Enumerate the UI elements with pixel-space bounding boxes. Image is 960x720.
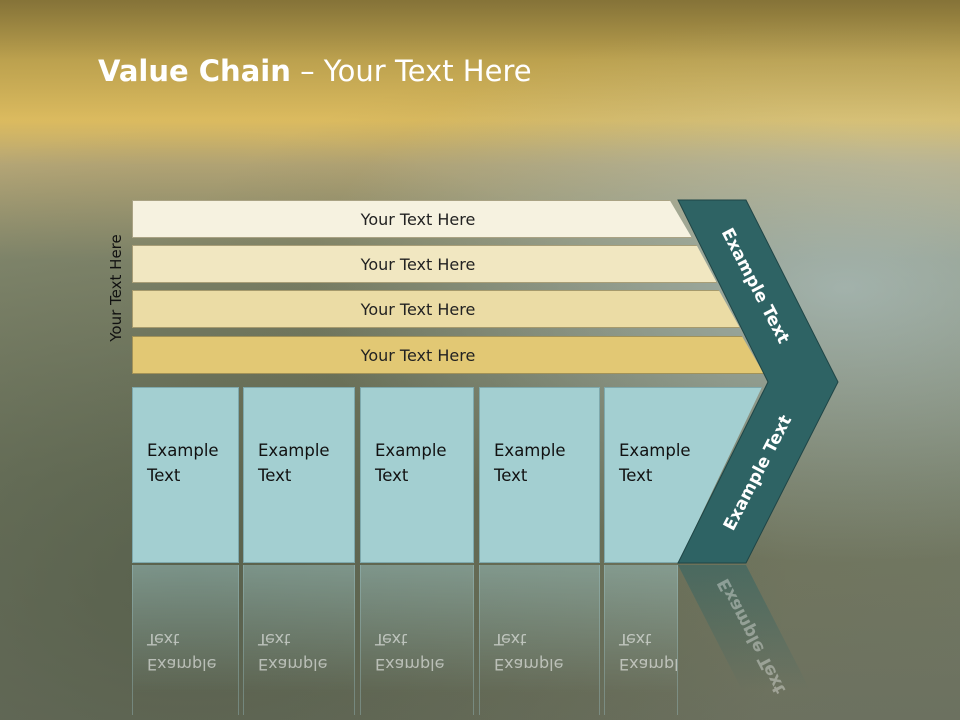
step-box-5-line2: Text: [619, 466, 653, 485]
step-box-1-line1: Example: [147, 441, 219, 460]
slide-title: Value Chain – Your Text Here: [98, 54, 532, 88]
step-box-3-line1: Example: [375, 441, 447, 460]
bar-3-label: Your Text Here: [360, 300, 476, 319]
step-box-2-line1: Example: [258, 441, 330, 460]
step-box-3-line2: Text: [375, 466, 409, 485]
bar-4-label: Your Text Here: [360, 346, 476, 365]
bar-2-label: Your Text Here: [360, 255, 476, 274]
title-rest: – Your Text Here: [290, 54, 532, 88]
chevron-shape: [677, 199, 839, 564]
bar-3: Your Text Here: [132, 290, 740, 328]
title-bold: Value Chain: [98, 54, 291, 88]
step-box-4-line2: Text: [494, 466, 528, 485]
bar-2: Your Text Here: [132, 245, 717, 283]
title-band: [0, 0, 960, 150]
bar-1: Your Text Here: [132, 200, 692, 238]
bar-1-label: Your Text Here: [360, 210, 476, 229]
bar-4: Your Text Here: [132, 336, 764, 374]
step-box-2-line2: Text: [258, 466, 292, 485]
step-box-5-line1: Example: [619, 441, 691, 460]
chevron-reflection: [678, 565, 810, 690]
step-box-1-line2: Text: [147, 466, 181, 485]
step-box-4-line1: Example: [494, 441, 566, 460]
